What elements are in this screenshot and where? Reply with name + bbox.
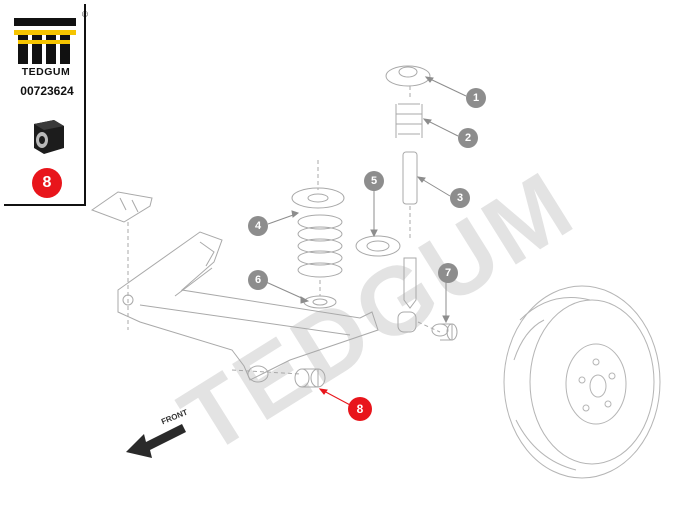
front-arrow (126, 424, 186, 458)
callout-8: 8 (348, 397, 372, 421)
spring-seat-top (291, 187, 345, 209)
callout-4: 4 (248, 216, 268, 236)
callout-5: 5 (364, 171, 384, 191)
brand-name: TEDGUM (21, 66, 71, 78)
callout-3: 3 (450, 188, 470, 208)
bump-stop (395, 103, 423, 138)
callout-2: 2 (458, 128, 478, 148)
dust-cover (402, 151, 418, 205)
coil-spring (297, 214, 343, 278)
axle-bushing (294, 368, 326, 388)
body-bracket (90, 191, 153, 223)
bushing-thumbnail-icon (34, 120, 64, 154)
part-number: 00723624 (20, 84, 74, 98)
part-info-panel: ® TEDGUM 00723624 8 (4, 4, 88, 206)
tedgum-logo-icon (12, 12, 78, 66)
wheel (503, 285, 661, 479)
shock-bushing (431, 323, 458, 341)
top-mount (385, 65, 431, 87)
shock-absorber (403, 257, 417, 309)
axle-beam (117, 231, 379, 381)
callout-1: 1 (466, 88, 486, 108)
highlight-badge: 8 (32, 168, 62, 198)
strut-bearing (355, 235, 401, 257)
registered-mark: ® (82, 10, 88, 19)
callout-6: 6 (248, 270, 268, 290)
callout-7: 7 (438, 263, 458, 283)
